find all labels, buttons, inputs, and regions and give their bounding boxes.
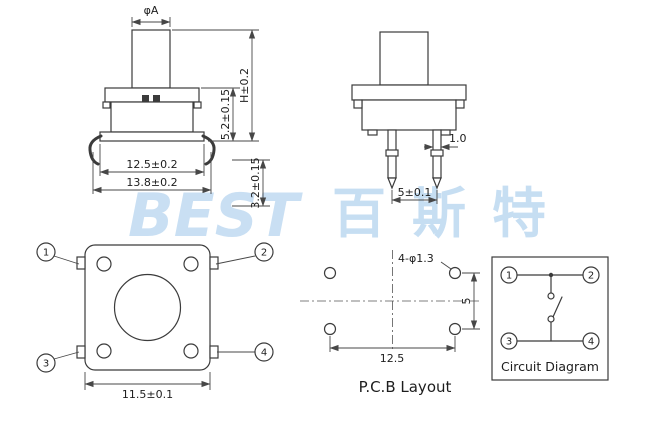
circuit-balloon-4-label: 4: [588, 337, 594, 348]
balloon-2-label: 2: [261, 248, 267, 259]
pcb-hole-2: [448, 266, 462, 280]
dim-pin-pitch: 5±0.1: [391, 186, 438, 204]
balloon-1: [36, 242, 56, 262]
pcb-hole-4: [448, 322, 462, 336]
dim-body-width: 12.5±0.2: [99, 144, 205, 176]
dim-pcb-pitch-y-label: 5: [460, 298, 473, 305]
dim-top-width: 11.5±0.1: [84, 372, 211, 401]
watermark: BEST 百斯特: [128, 181, 572, 251]
balloon-4-label: 4: [261, 348, 267, 359]
circuit-balloon-1-label: 1: [506, 271, 512, 282]
mount-leg-right: [201, 134, 216, 166]
base-front: [99, 131, 205, 142]
pin-callout-4: 4: [217, 342, 274, 362]
circuit-balloon-3-label: 3: [506, 337, 512, 348]
plunger-top: [113, 273, 182, 342]
pin-tab-2: [209, 256, 219, 270]
terminal-crimp-left: [385, 149, 399, 157]
pin-tab-3: [76, 345, 86, 359]
circuit-balloon-1: [500, 266, 518, 284]
hole-leader-line: [440, 261, 452, 270]
body-side: [361, 99, 457, 131]
dim-cap-diameter-label: φA: [144, 4, 159, 17]
balloon-3-label: 3: [43, 359, 49, 370]
dim-body-height: 5.2±0.15: [201, 87, 240, 142]
dim-body-height-label: 5.2±0.15: [219, 89, 232, 140]
pin-callout-3: 3: [36, 351, 80, 373]
corner-boss-3: [96, 343, 112, 359]
pin-tab-1: [76, 256, 86, 270]
terminal-crimp-right: [430, 149, 444, 157]
watermark-cjk-text: 百斯特: [332, 182, 572, 245]
dim-pin-length: 3.2±0.15: [232, 157, 270, 209]
balloon-3: [36, 353, 56, 373]
circuit-balloon-3: [500, 332, 518, 350]
flange-slot-right: [153, 95, 160, 102]
flange-side: [351, 84, 467, 101]
base-tab-left: [367, 129, 378, 136]
balloon-2: [254, 242, 274, 262]
flange-hook-right: [193, 101, 202, 109]
pin-tab-4: [209, 345, 219, 359]
dim-pin-width: 1.0: [424, 132, 467, 151]
pin-callout-2: 2: [215, 242, 274, 265]
circuit-balloon-2: [582, 266, 600, 284]
circuit-balloon-2-label: 2: [588, 271, 594, 282]
dim-pcb-pitch-y: 5: [460, 272, 480, 330]
switch-contact-bottom: [547, 315, 555, 323]
balloon-4: [254, 342, 274, 362]
corner-boss-1: [96, 256, 112, 272]
dim-base-width-label: 13.8±0.2: [126, 176, 177, 189]
circuit-balloon-4: [582, 332, 600, 350]
dim-pin-width-label: 1.0: [449, 132, 467, 145]
plunger-side: [379, 31, 429, 86]
dim-base-width: 13.8±0.2: [92, 152, 212, 194]
pcb-layout: 4-φ1.3 5 12.5 P.C.B Layout: [300, 250, 482, 396]
dim-pin-pitch-label: 5±0.1: [398, 186, 432, 199]
flange-hook-left: [102, 101, 111, 109]
terminal-tip-left: [387, 177, 397, 190]
mount-leg-left: [88, 134, 103, 166]
corner-boss-2: [183, 256, 199, 272]
watermark-latin-text: BEST: [128, 181, 303, 251]
dim-cap-diameter: φA: [131, 4, 171, 27]
pin-callout-1: 1: [36, 242, 80, 265]
dim-total-height-label: H±0.2: [238, 68, 251, 103]
flange-front: [104, 87, 200, 103]
dim-holes-label: 4-φ1.3: [398, 252, 434, 265]
flange-hook-right-side: [455, 99, 465, 109]
body-front: [110, 101, 194, 133]
terminal-tip-right: [432, 177, 442, 190]
switch-blade: [552, 296, 563, 318]
flange-hook-left-side: [353, 99, 363, 109]
flange-slot-left: [142, 95, 149, 102]
dim-pcb-pitch-x: 12.5: [329, 336, 456, 365]
top-view: [76, 244, 219, 371]
front-view: [88, 29, 216, 166]
balloon-1-label: 1: [43, 248, 49, 259]
switch-contact-top: [547, 292, 555, 300]
dim-pcb-pitch-x-label: 12.5: [380, 352, 405, 365]
plunger-front: [131, 29, 171, 89]
dim-top-width-label: 11.5±0.1: [122, 388, 173, 401]
side-view: [351, 31, 467, 190]
pcb-hole-1: [323, 266, 337, 280]
pcb-layout-title: P.C.B Layout: [359, 378, 452, 396]
pcb-hole-3: [323, 322, 337, 336]
dim-pin-length-label: 3.2±0.15: [249, 157, 262, 208]
circuit-diagram-title: Circuit Diagram: [501, 359, 599, 374]
corner-boss-4: [183, 343, 199, 359]
dim-total-height: H±0.2: [172, 29, 259, 142]
circuit-diagram: 1 2 3 4 Circuit Diagram: [491, 256, 609, 381]
dim-body-width-label: 12.5±0.2: [126, 158, 177, 171]
